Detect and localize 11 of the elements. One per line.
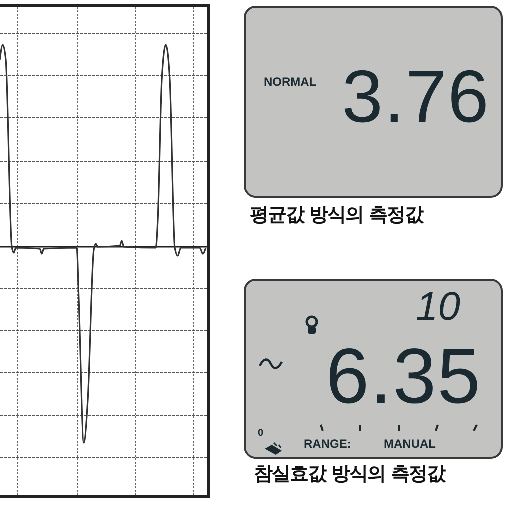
range-mode-label: MANUAL — [384, 438, 436, 450]
reading-value: 3.76 — [342, 60, 490, 134]
display-label: 평균값 방식의 측정값 — [250, 206, 424, 225]
lcd-display-panel — [244, 279, 503, 459]
lcd-display-panel — [244, 6, 503, 198]
range-value: 10 — [416, 287, 460, 327]
zero-label: 0 — [258, 429, 264, 439]
display-label: 참실효값 방식의 측정값 — [254, 465, 446, 484]
range-label: RANGE: — [304, 438, 352, 450]
mode-label: NORMAL — [264, 76, 317, 88]
reading-value: 6.35 — [326, 337, 482, 415]
